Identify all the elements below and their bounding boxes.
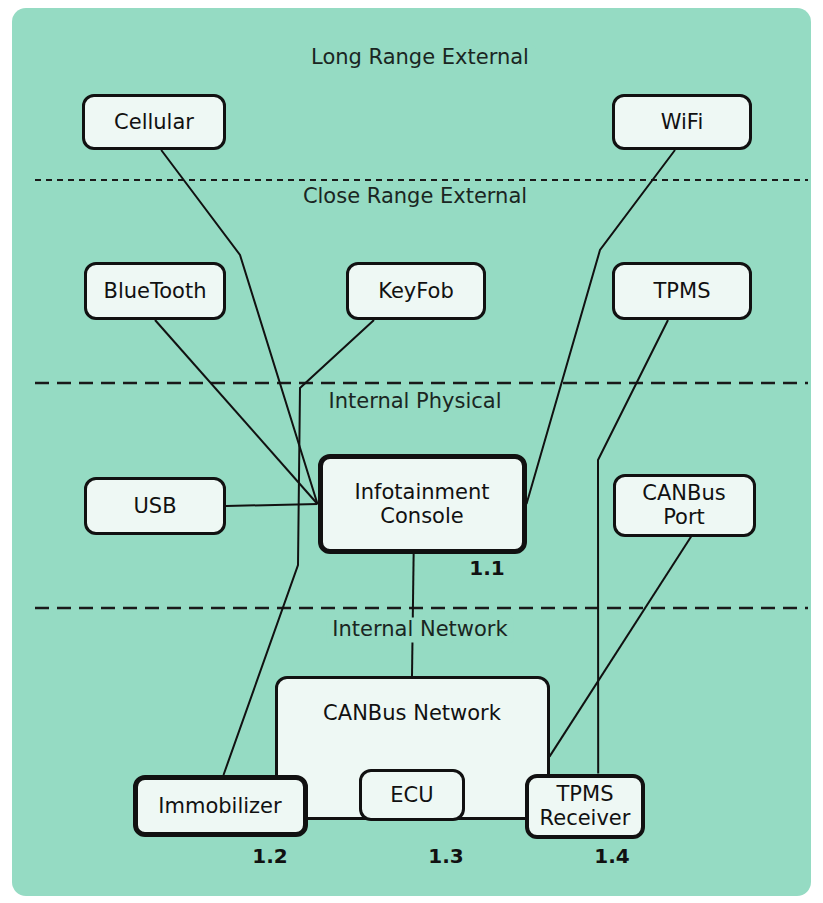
- node-label: TPMS Receiver: [535, 782, 635, 830]
- zone-heading: Long Range External: [305, 45, 535, 70]
- connector-line: [550, 537, 692, 757]
- node-label: CANBus Port: [626, 481, 743, 529]
- connector-line: [598, 320, 668, 774]
- zone-divider: [35, 179, 808, 181]
- component-box: KeyFob: [346, 262, 486, 320]
- callout-number: 1.2: [252, 844, 287, 868]
- connector-line: [412, 554, 414, 676]
- connector-line: [226, 504, 318, 506]
- component-box: ECU: [359, 769, 465, 821]
- zone-divider: [35, 382, 808, 385]
- connector-line: [527, 150, 676, 504]
- node-label: BlueTooth: [97, 279, 213, 303]
- background-panel: [12, 8, 811, 896]
- zone-heading: Close Range External: [297, 184, 533, 209]
- node-label: TPMS: [625, 279, 739, 303]
- component-box: Cellular: [82, 94, 226, 150]
- component-box: BlueTooth: [84, 262, 226, 320]
- component-box: TPMS: [612, 262, 752, 320]
- component-box: WiFi: [612, 94, 752, 150]
- component-box: Infotainment Console: [318, 454, 527, 554]
- zone-divider: [35, 607, 808, 610]
- node-label: KeyFob: [359, 279, 473, 303]
- node-label: WiFi: [625, 110, 739, 134]
- component-box: CANBus Port: [613, 474, 756, 537]
- callout-number: 1.4: [594, 844, 629, 868]
- node-label: Infotainment Console: [337, 480, 508, 528]
- node-label: CANBus Network: [288, 701, 537, 725]
- component-box: Immobilizer: [133, 775, 308, 837]
- callout-number: 1.3: [428, 844, 463, 868]
- component-box: USB: [84, 477, 226, 535]
- zone-heading: Internal Network: [326, 617, 513, 642]
- zone-heading: Internal Physical: [322, 389, 507, 414]
- callout-number: 1.1: [469, 556, 504, 580]
- network-group-box: CANBus NetworkECU: [275, 676, 550, 820]
- connector-line: [161, 150, 317, 504]
- node-label: ECU: [372, 783, 452, 807]
- node-label: Immobilizer: [148, 794, 293, 818]
- component-box: TPMS Receiver: [525, 774, 645, 839]
- node-label: Cellular: [95, 110, 213, 134]
- node-label: USB: [97, 494, 213, 518]
